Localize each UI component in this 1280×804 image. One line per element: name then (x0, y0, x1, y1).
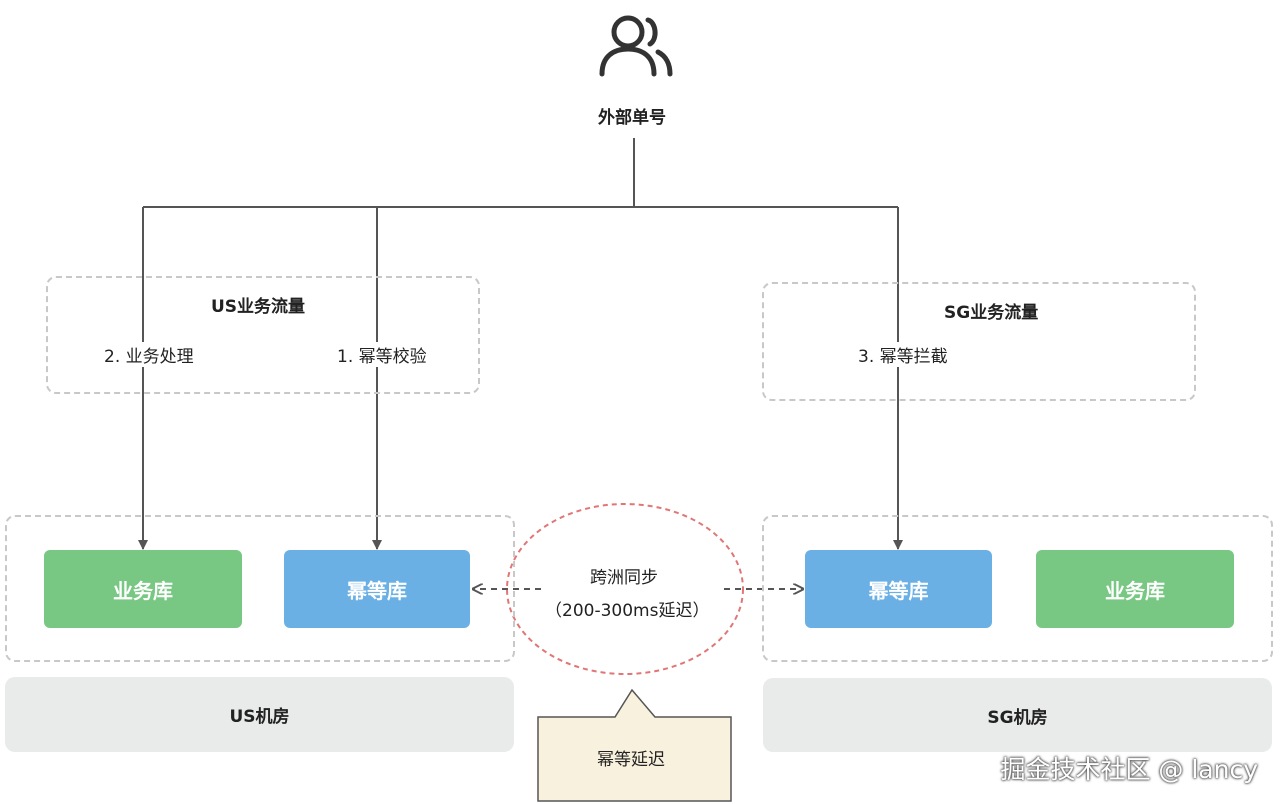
sg-business-db: 业务库 (1036, 550, 1234, 628)
sync-ellipse (506, 503, 744, 675)
sg-room-container (762, 515, 1273, 662)
sync-title: 跨洲同步 (590, 568, 658, 588)
watermark: 掘金技术社区 @ lancy (1000, 755, 1258, 784)
external-order-label: 外部单号 (598, 108, 666, 128)
us-traffic-title: US业务流量 (211, 297, 306, 317)
sg-traffic-box (762, 282, 1196, 401)
us-idempotent-db: 幂等库 (284, 550, 470, 628)
sg-idempotent-db: 幂等库 (805, 550, 992, 628)
us-business-db: 业务库 (44, 550, 242, 628)
us-room-label: US机房 (5, 677, 514, 752)
sg-traffic-title: SG业务流量 (944, 303, 1039, 323)
us-traffic-box (46, 276, 480, 394)
sg-room-label: SG机房 (763, 678, 1272, 752)
delay-callout-shape (537, 688, 732, 802)
step-business-process: 2. 业务处理 (102, 342, 196, 367)
user-group-icon (598, 12, 674, 78)
sync-delay: （200-300ms延迟） (545, 601, 710, 621)
step-idempotent-intercept: 3. 幂等拦截 (856, 342, 950, 367)
step-idempotent-check: 1. 幂等校验 (335, 342, 429, 367)
us-room-container (5, 515, 515, 662)
delay-callout-text: 幂等延迟 (597, 750, 665, 770)
